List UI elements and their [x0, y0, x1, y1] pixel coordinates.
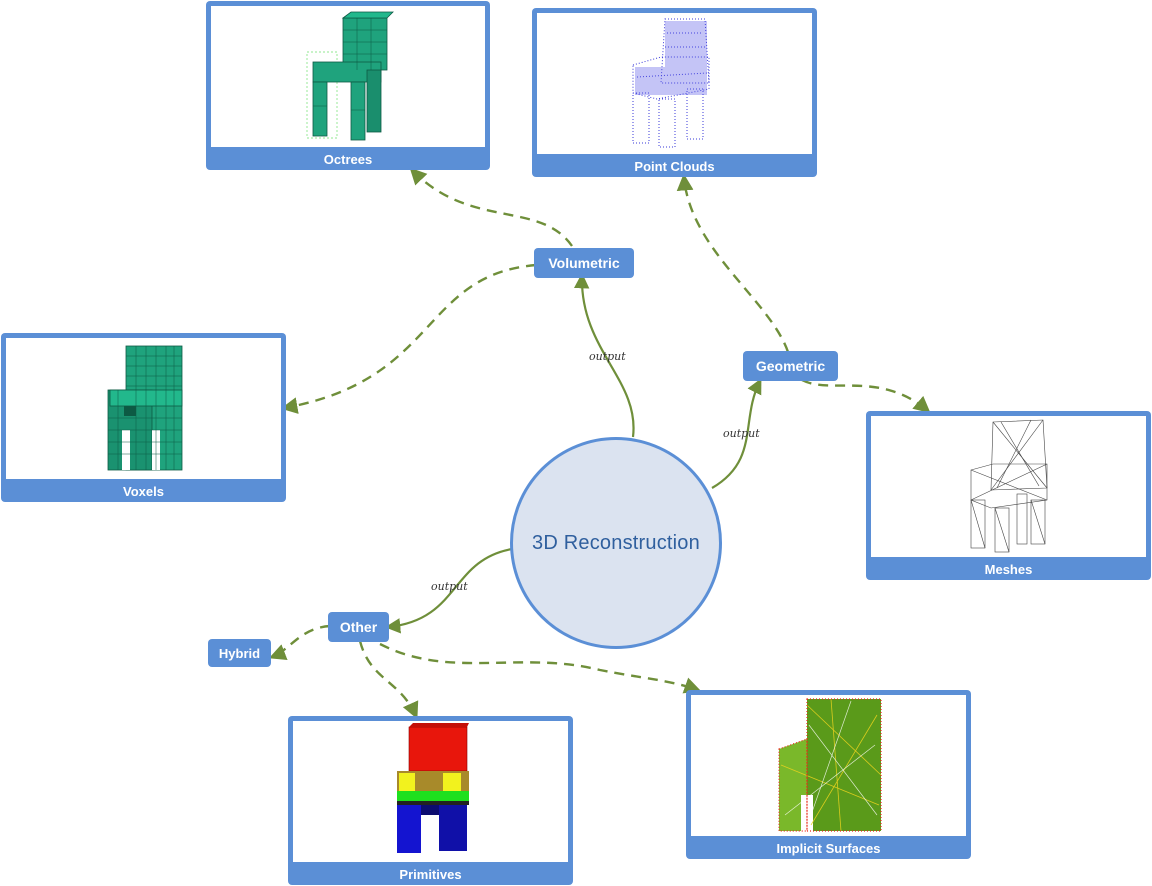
category-geometric-label: Geometric — [755, 358, 826, 374]
point-clouds-image — [537, 13, 812, 154]
edge-geometric-meshes — [801, 378, 931, 414]
edge-label-other: output — [431, 580, 468, 593]
card-implicit-surfaces-label: Implicit Surfaces — [776, 840, 881, 856]
meshes-image — [871, 416, 1146, 557]
card-voxels-label: Voxels — [123, 483, 164, 499]
edge-center-volumetric — [573, 272, 635, 438]
edge-label-volumetric: output — [589, 350, 626, 363]
category-volumetric[interactable]: Volumetric — [534, 248, 634, 278]
edge-volumetric-voxels — [280, 263, 537, 414]
edge-volumetric-octrees — [409, 167, 573, 247]
category-hybrid[interactable]: Hybrid — [208, 639, 271, 667]
edge-center-geometric — [711, 378, 762, 489]
card-meshes-label: Meshes — [984, 561, 1033, 577]
card-octrees[interactable]: Octrees — [206, 1, 490, 170]
edge-center-other — [384, 547, 513, 634]
edge-label-geometric: output — [723, 427, 760, 440]
primitives-image — [293, 721, 568, 862]
card-primitives-label: Primitives — [399, 866, 462, 882]
edge-other-primitives — [358, 640, 419, 720]
edge-other-implicit — [379, 642, 702, 694]
center-node-label: 3D Reconstruction — [532, 531, 700, 554]
card-point-clouds[interactable]: Point Clouds — [532, 8, 817, 177]
card-primitives[interactable]: Primitives — [288, 716, 573, 885]
card-meshes[interactable]: Meshes — [866, 411, 1151, 580]
category-other-label: Other — [339, 619, 378, 635]
category-hybrid-label: Hybrid — [218, 645, 261, 661]
card-point-clouds-label: Point Clouds — [634, 158, 715, 174]
edge-other-hybrid — [268, 624, 331, 660]
category-geometric[interactable]: Geometric — [743, 351, 838, 381]
card-octrees-label: Octrees — [323, 151, 373, 167]
edge-geometric-pointclouds — [676, 173, 790, 353]
center-node[interactable]: 3D Reconstruction — [510, 437, 722, 649]
octrees-image — [211, 6, 485, 147]
category-other[interactable]: Other — [328, 612, 389, 642]
voxels-image — [6, 338, 281, 479]
category-volumetric-label: Volumetric — [548, 255, 620, 271]
implicit-surfaces-image — [691, 695, 966, 836]
card-voxels[interactable]: Voxels — [1, 333, 286, 502]
card-implicit-surfaces[interactable]: Implicit Surfaces — [686, 690, 971, 859]
